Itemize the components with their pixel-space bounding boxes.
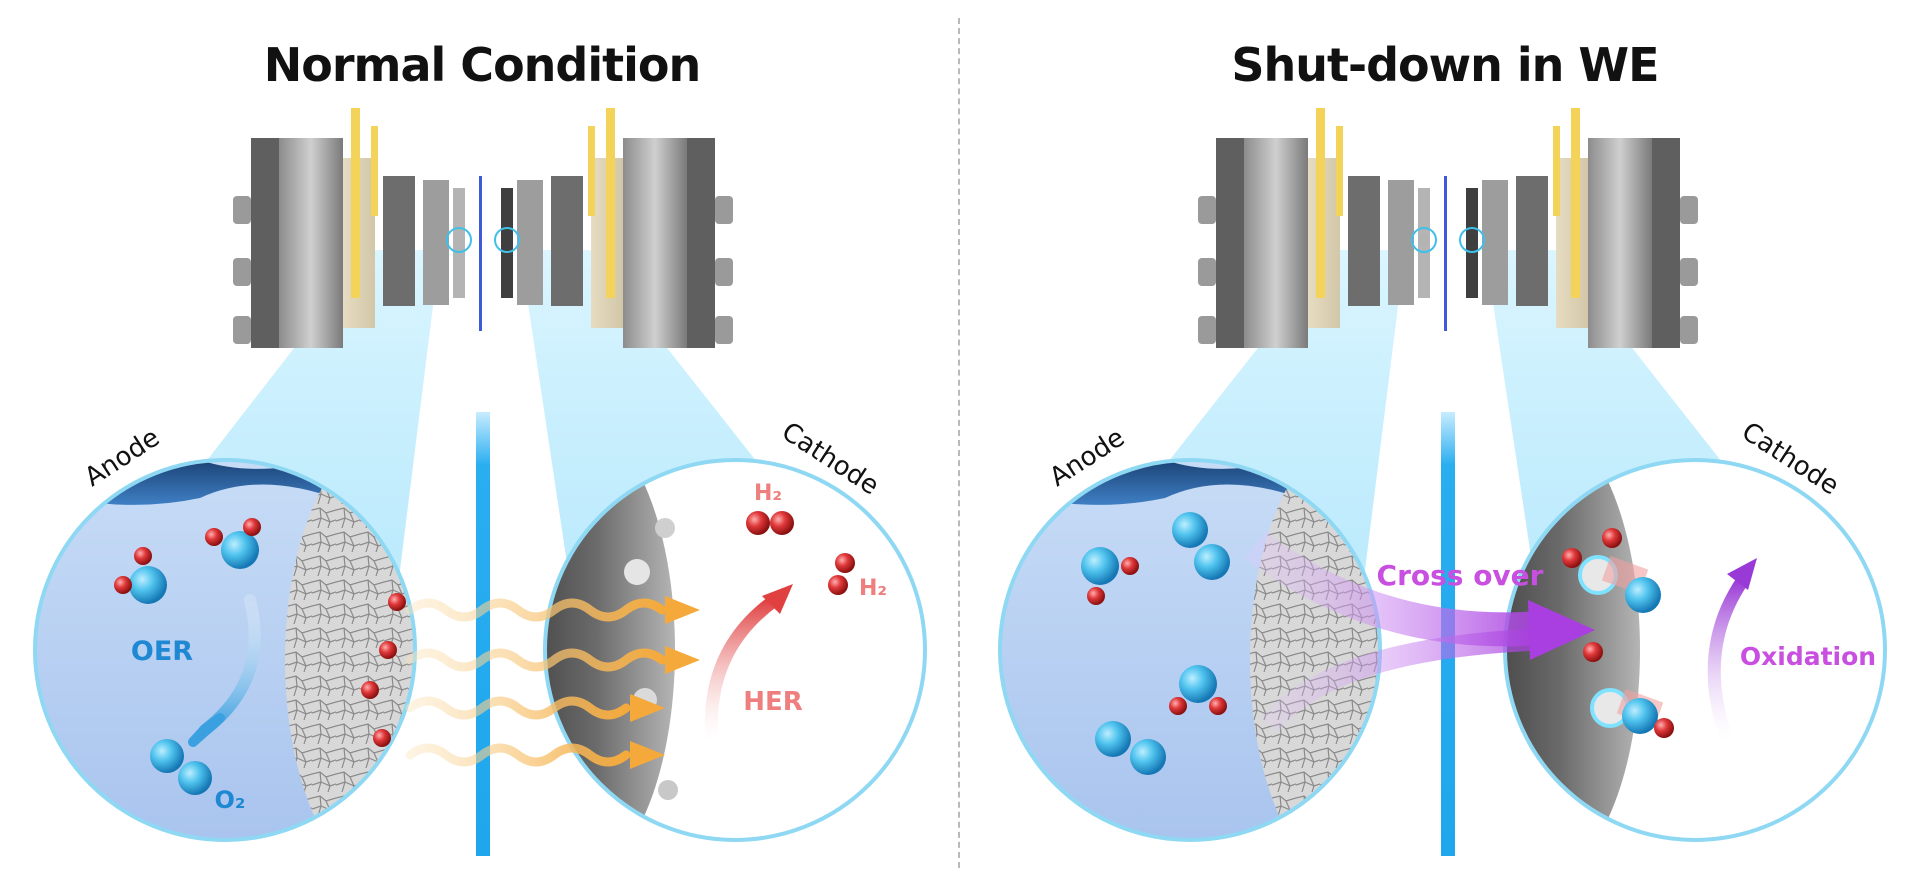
h2-molecule — [1095, 721, 1166, 775]
oxidation-arrow — [1707, 573, 1750, 747]
oer-label: OER — [131, 636, 193, 667]
oxide-molecule — [1583, 642, 1674, 738]
oxygen-atom — [361, 681, 379, 699]
water-molecule — [114, 547, 167, 604]
shutdown-panel: Oxidation Cross over Anode Cathode — [998, 107, 1887, 856]
membrane-bar — [476, 412, 490, 856]
oxidation-label: Oxidation — [1740, 642, 1876, 671]
panel-divider — [958, 18, 960, 868]
panel-title-shutdown: Shut-down in WE — [1231, 38, 1659, 92]
oxygen-atom — [388, 593, 406, 611]
h2-label-top: H₂ — [754, 481, 782, 506]
electrolyzer-stack — [1197, 107, 1699, 349]
panel-title-normal: Normal Condition — [263, 38, 701, 92]
h2-molecule — [1172, 512, 1230, 580]
normal-condition-panel: OER O₂ — [33, 107, 927, 856]
anode-zoom-circle: OER O₂ — [33, 458, 417, 842]
electrolyzer-stack — [232, 107, 734, 349]
orange-arrowhead — [630, 741, 665, 769]
o2-label: O₂ — [215, 786, 246, 814]
crossover-arrowhead — [1528, 600, 1595, 660]
water-molecule — [205, 518, 261, 569]
oxygen-atom — [379, 641, 397, 659]
oxide-molecule — [1562, 528, 1661, 613]
crossover-arrow-main — [1244, 531, 1542, 647]
wavy-energy-arrows — [405, 598, 667, 767]
her-arrow — [704, 593, 782, 747]
crossover-label: Cross over — [1377, 559, 1544, 592]
crossover-arrow-secondary — [1261, 629, 1531, 733]
h2-molecule — [746, 511, 794, 535]
o2-molecule — [150, 739, 212, 795]
h2-molecule — [828, 553, 855, 595]
water-molecule — [1169, 665, 1227, 715]
her-label: HER — [743, 687, 803, 717]
orange-arrowhead — [665, 596, 700, 624]
oxygen-atom — [373, 729, 391, 747]
orange-arrowhead — [665, 646, 700, 674]
orange-arrowhead — [630, 694, 665, 722]
water-molecule — [1081, 547, 1139, 605]
h2-label-right: H₂ — [859, 576, 887, 601]
